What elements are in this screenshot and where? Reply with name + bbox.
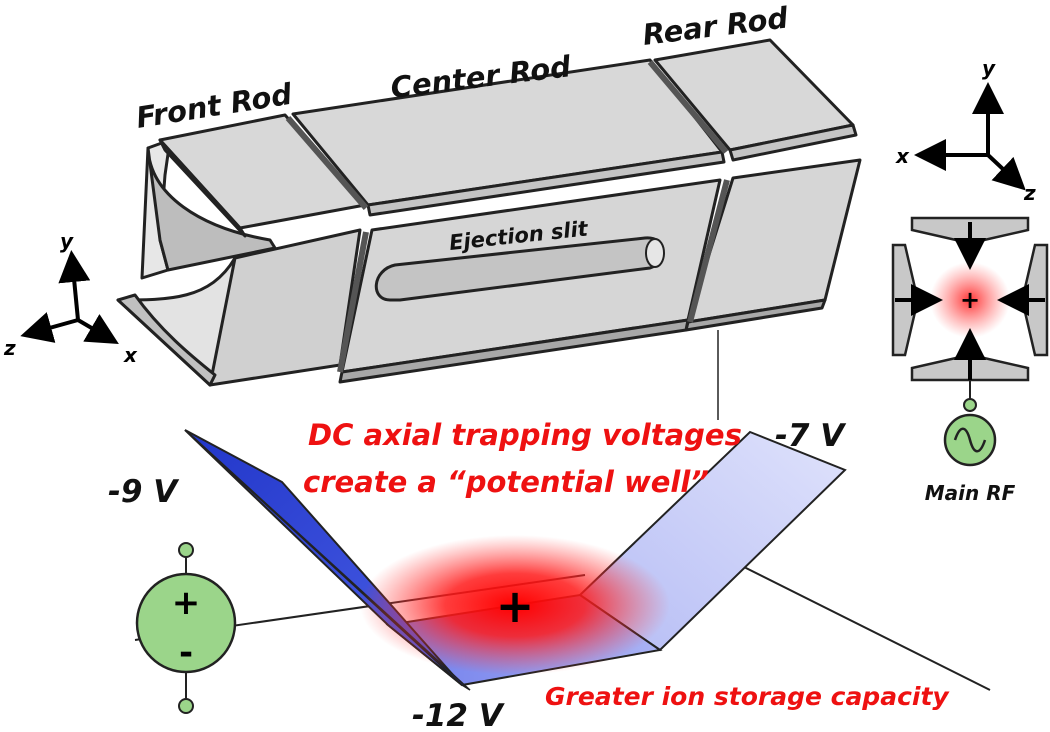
dc-caption-line1: DC axial trapping voltages	[308, 418, 742, 452]
sine-wave-icon	[953, 427, 987, 453]
rf-source: Main RF	[925, 380, 1016, 505]
dc-source: + -	[135, 542, 237, 714]
well-axis-line-right	[719, 554, 991, 691]
cross-section-ion-glow	[930, 262, 1010, 338]
right-axes	[914, 82, 1026, 191]
front-rod-upper-curve	[146, 146, 277, 272]
dc-plus-symbol: +	[172, 583, 201, 623]
well-ion-glow	[360, 535, 670, 675]
rf-source-label: Main RF	[925, 481, 1016, 505]
left-axis-z-label: z	[3, 336, 16, 360]
rear-rod-upper-front	[728, 123, 858, 162]
front-rod-upper-bevel	[158, 138, 247, 238]
right-axis-y-label: y	[982, 56, 996, 80]
cross-section-ion-symbol: +	[960, 286, 980, 314]
right-axis-z-label: z	[1023, 181, 1036, 205]
dc-terminal-top	[178, 542, 194, 558]
rod-gap-center-rear-upper	[647, 60, 729, 154]
voltage-front-label: -9 V	[108, 474, 180, 510]
voltage-rear-label: -7 V	[775, 418, 847, 454]
left-axes	[20, 250, 119, 345]
dc-terminal-bottom	[178, 698, 194, 714]
rod-assembly	[116, 38, 862, 387]
left-axis-y-label: y	[60, 229, 74, 253]
rod-gap-center-rear-lower	[687, 179, 730, 323]
voltage-center-label: -12 V	[412, 698, 506, 732]
dc-caption-line2: create a “potential well”	[303, 465, 709, 499]
front-rod-lower-curved-side	[116, 293, 217, 387]
right-axis-z	[986, 153, 1026, 191]
dc-source-circle	[135, 572, 237, 674]
left-axis-z	[20, 312, 79, 343]
center-rod-upper-front	[366, 150, 726, 217]
right-axis-x-label: x	[895, 144, 910, 168]
potential-well: + -9 V -12 V -7 V DC axial trapping volt…	[108, 418, 991, 732]
ejection-slit-end	[645, 238, 665, 268]
left-axis-x-label: x	[123, 343, 138, 367]
upper-rod-set	[140, 38, 858, 280]
rf-terminal	[963, 398, 977, 412]
left-axis-y	[58, 250, 91, 321]
dc-minus-symbol: -	[179, 633, 193, 673]
rod-cross-section: +	[891, 216, 1049, 382]
center-rod-lower-edge	[338, 318, 690, 384]
rod-gap-front-center-upper	[285, 116, 369, 210]
well-ion-symbol: +	[496, 579, 535, 633]
left-axis-x	[76, 314, 119, 345]
rod-gap-front-center-lower	[337, 231, 369, 373]
capacity-caption: Greater ion storage capacity	[545, 682, 950, 711]
